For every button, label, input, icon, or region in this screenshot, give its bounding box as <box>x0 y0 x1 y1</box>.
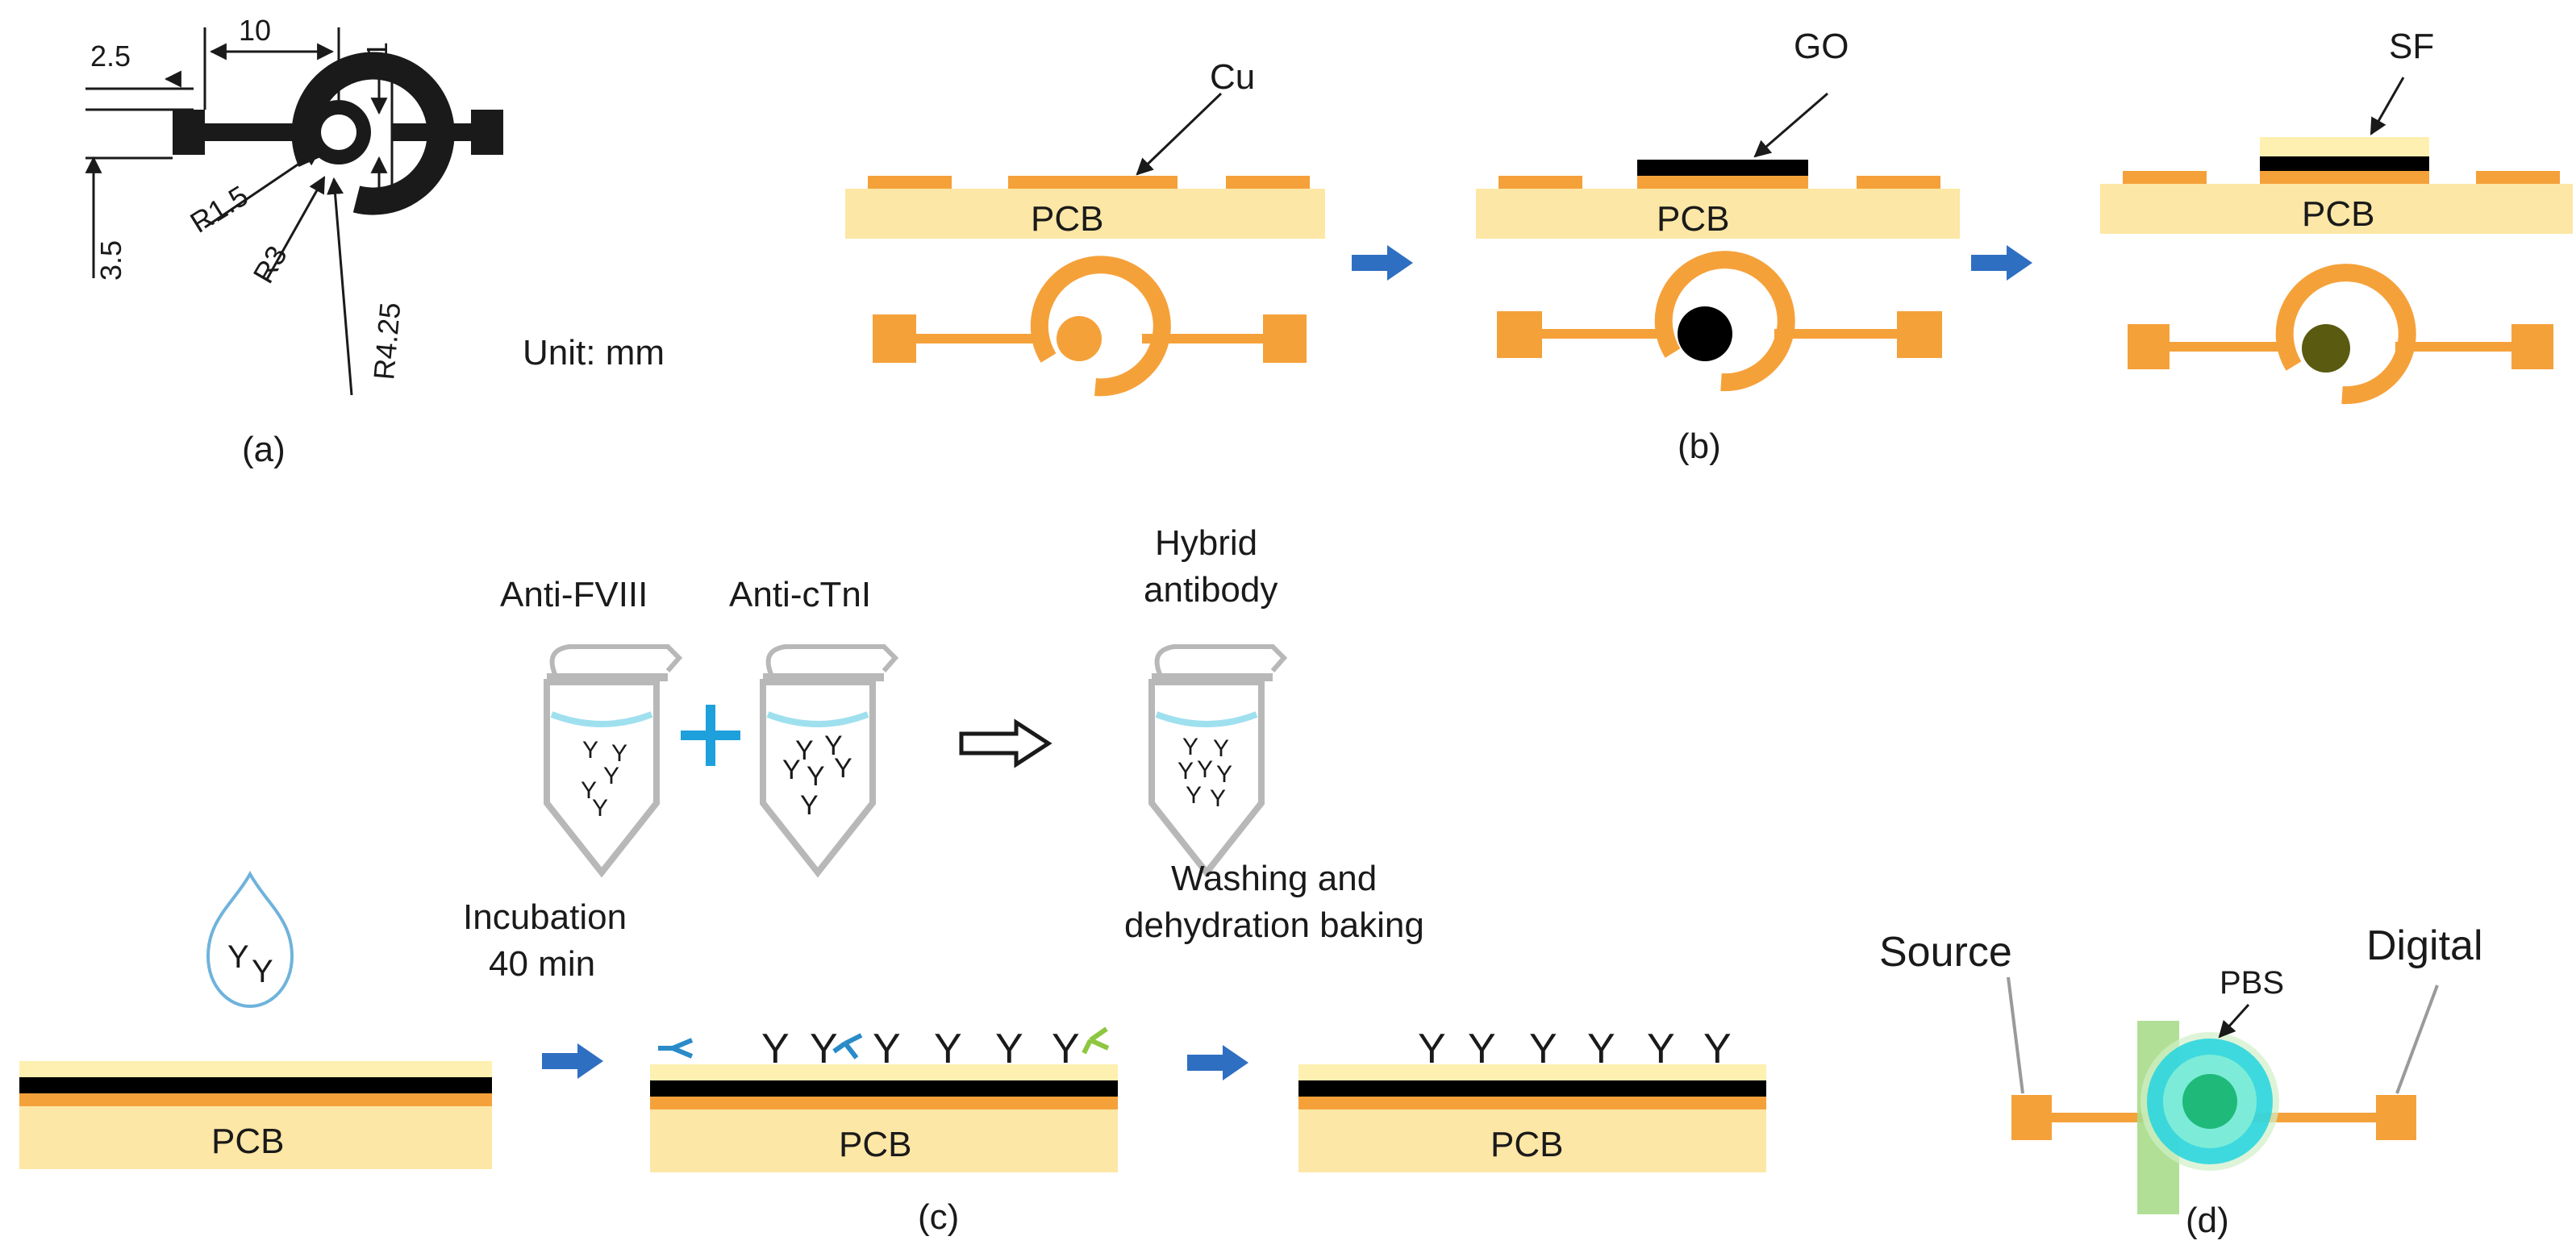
hollow-arrow <box>959 718 1052 768</box>
pcb-stack-sf <box>2100 77 2573 234</box>
antibody: Y <box>782 755 801 785</box>
electrode-go-top-view <box>1497 251 1942 392</box>
antibody: Y <box>810 1026 838 1072</box>
antibody: Y <box>1178 758 1194 785</box>
incubation-label-line2: 40 min <box>489 944 595 984</box>
antibody: Y <box>761 1026 790 1072</box>
antibody: Y <box>834 753 852 784</box>
panel-d-caption: (d) <box>2186 1201 2229 1240</box>
antibody: Y <box>1418 1026 1446 1072</box>
antibody: Y <box>582 737 598 764</box>
antibody: Y <box>800 790 819 821</box>
anti-fviii-label: Anti-FVIII <box>500 575 648 614</box>
antibody: Y <box>795 735 814 766</box>
pcb-stack-c2 <box>650 1064 1118 1172</box>
electrode-sf-top-view <box>2128 264 2553 405</box>
pcb-label: PCB <box>839 1125 911 1164</box>
antibodies-unbound <box>658 1026 1110 1059</box>
antibody: Y <box>252 954 273 989</box>
pbs-label: PBS <box>2220 965 2284 1001</box>
panel-a-caption: (a) <box>242 430 286 469</box>
antibody: Y <box>603 763 619 789</box>
antibody: Y <box>824 731 843 761</box>
radius-r1-5-label: R1.5 <box>185 179 254 239</box>
pcb-label: PCB <box>1657 199 1729 239</box>
unit-label: Unit: mm <box>523 333 665 373</box>
pcb-stack-c1 <box>19 1061 492 1169</box>
antibody: Y <box>1213 735 1229 762</box>
dim-2-5-label: 2.5 <box>90 40 131 73</box>
antibody-droplet <box>206 870 294 1009</box>
antibodies-incubated: Y Y Y Y Y Y <box>761 1026 1080 1072</box>
arrow-washing <box>1187 1045 1248 1080</box>
pcb-stack-go <box>1476 92 1960 239</box>
pcb-label: PCB <box>211 1122 284 1161</box>
antibody: Y <box>1186 782 1202 809</box>
radius-r3-label: R3 <box>246 240 294 289</box>
antibody: Y <box>807 761 825 792</box>
antibody: Y <box>1703 1026 1732 1072</box>
pcb-stack-cu <box>845 92 1325 239</box>
antibody: Y <box>934 1026 962 1072</box>
antibody: Y <box>1587 1026 1615 1072</box>
washing-label-line2: dehydration baking <box>1124 905 1424 945</box>
antibody: Y <box>592 795 608 822</box>
arrow-incubation <box>542 1043 603 1079</box>
washing-label-line1: Washing and <box>1171 859 1377 898</box>
cu-label: Cu <box>1210 57 1255 97</box>
arrow-step-1 <box>1352 245 1413 281</box>
dim-3-5-label: 3.5 <box>94 240 127 281</box>
dim-1-label: 1 <box>361 42 394 58</box>
antibody: Y <box>1468 1026 1496 1072</box>
antibody: Y <box>1529 1026 1557 1072</box>
antibody: Y <box>227 939 249 975</box>
incubation-label-line1: Incubation <box>463 897 627 937</box>
pcb-label: PCB <box>2302 194 2374 234</box>
panel-b-caption: (b) <box>1678 427 1721 466</box>
pcb-label: PCB <box>1490 1125 1563 1164</box>
source-label: Source <box>1879 929 2012 976</box>
panel-a-drawing <box>85 27 503 396</box>
antibody: Y <box>1210 785 1226 812</box>
antibody: Y <box>1216 761 1232 788</box>
antibodies-green-tube: Y Y Y Y Y Y <box>782 731 852 821</box>
antibody: Y <box>995 1026 1023 1072</box>
antibody: Y <box>1647 1026 1675 1072</box>
hybrid-label-line1: Hybrid <box>1155 523 1257 563</box>
sf-label: SF <box>2389 27 2434 66</box>
antibody: Y <box>611 740 627 767</box>
pcb-stack-c3 <box>1298 1064 1766 1172</box>
antibodies-blue-tube: Y Y Y Y Y <box>581 737 627 822</box>
electrode-cu-top-view <box>873 256 1307 397</box>
panel-d-device <box>2007 976 2439 1214</box>
antibodies-hybrid-tube: Y Y Y Y Y Y Y <box>1178 734 1232 812</box>
dim-10-label: 10 <box>239 14 271 47</box>
panel-c-caption: (c) <box>918 1197 959 1237</box>
hybrid-label-line2: antibody <box>1144 570 1278 610</box>
antibody: Y <box>1052 1026 1080 1072</box>
antibody: Y <box>1182 734 1198 760</box>
digital-label: Digital <box>2366 922 2483 969</box>
antibody: Y <box>1197 756 1213 783</box>
go-label: GO <box>1794 27 1849 66</box>
plus-sign <box>681 705 740 766</box>
arrow-step-2 <box>1971 245 2032 281</box>
anti-ctni-label: Anti-cTnI <box>729 575 871 614</box>
antibody: Y <box>581 777 597 804</box>
antibodies-bound: Y Y Y Y Y Y <box>1418 1026 1732 1072</box>
antibody: Y <box>873 1026 901 1072</box>
pcb-label: PCB <box>1031 199 1103 239</box>
radius-r4-25-label: R4.25 <box>367 301 406 381</box>
